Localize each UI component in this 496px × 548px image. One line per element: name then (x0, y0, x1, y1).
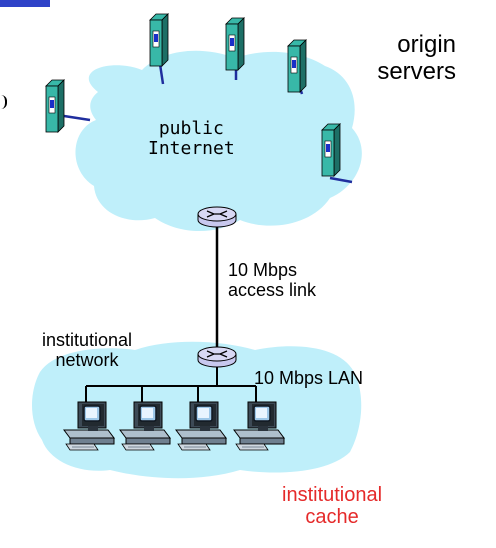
institutional-network-label-line-1: institutional (42, 330, 133, 350)
server-link-1 (63, 114, 91, 122)
institutional-network-label-line-2: network (55, 350, 119, 371)
origin-servers (45, 13, 341, 177)
server-tower-icon (45, 79, 65, 133)
access-link-label-line-1: 10 Mbps (228, 260, 298, 280)
public-internet-label-line-1: public (158, 118, 224, 139)
institutional-cache-label-line-2: cache (305, 506, 359, 529)
origin-servers-label-line-2: servers (377, 57, 456, 85)
lan-label: 10 Mbps LAN (254, 368, 364, 388)
server-link-2 (158, 63, 165, 85)
desktop-computer-icon (63, 401, 115, 451)
cropped-title-bar (0, 0, 50, 7)
institutional-hosts (63, 401, 285, 451)
desktop-computer-icon (175, 401, 227, 451)
institutional-cache-label: institutional cache (282, 484, 382, 529)
access-link-label: 10 Mbps access link (228, 260, 316, 300)
origin-servers-label: origin servers (377, 31, 456, 86)
server-tower-icon (287, 39, 307, 93)
server-link-5 (329, 176, 353, 184)
desktop-computer-icon (119, 401, 171, 451)
cropped-text-glyph (0, 95, 7, 109)
server-tower-icon (225, 17, 245, 71)
server-tower-icon (321, 123, 341, 177)
public-internet-label-line-2: Internet (148, 138, 235, 160)
desktop-computer-icon (233, 401, 285, 451)
institutional-router (197, 346, 237, 368)
internet-router (197, 206, 237, 228)
institutional-cache-label-line-1: institutional (282, 484, 383, 506)
public-internet-label: public Internet (148, 118, 235, 160)
institutional-network-label: institutional network (42, 330, 132, 370)
public-internet-cloud (75, 50, 362, 232)
access-link-label-line-2: access link (228, 280, 317, 301)
server-tower-icon (149, 13, 169, 67)
origin-servers-label-line-1: origin (397, 31, 456, 58)
